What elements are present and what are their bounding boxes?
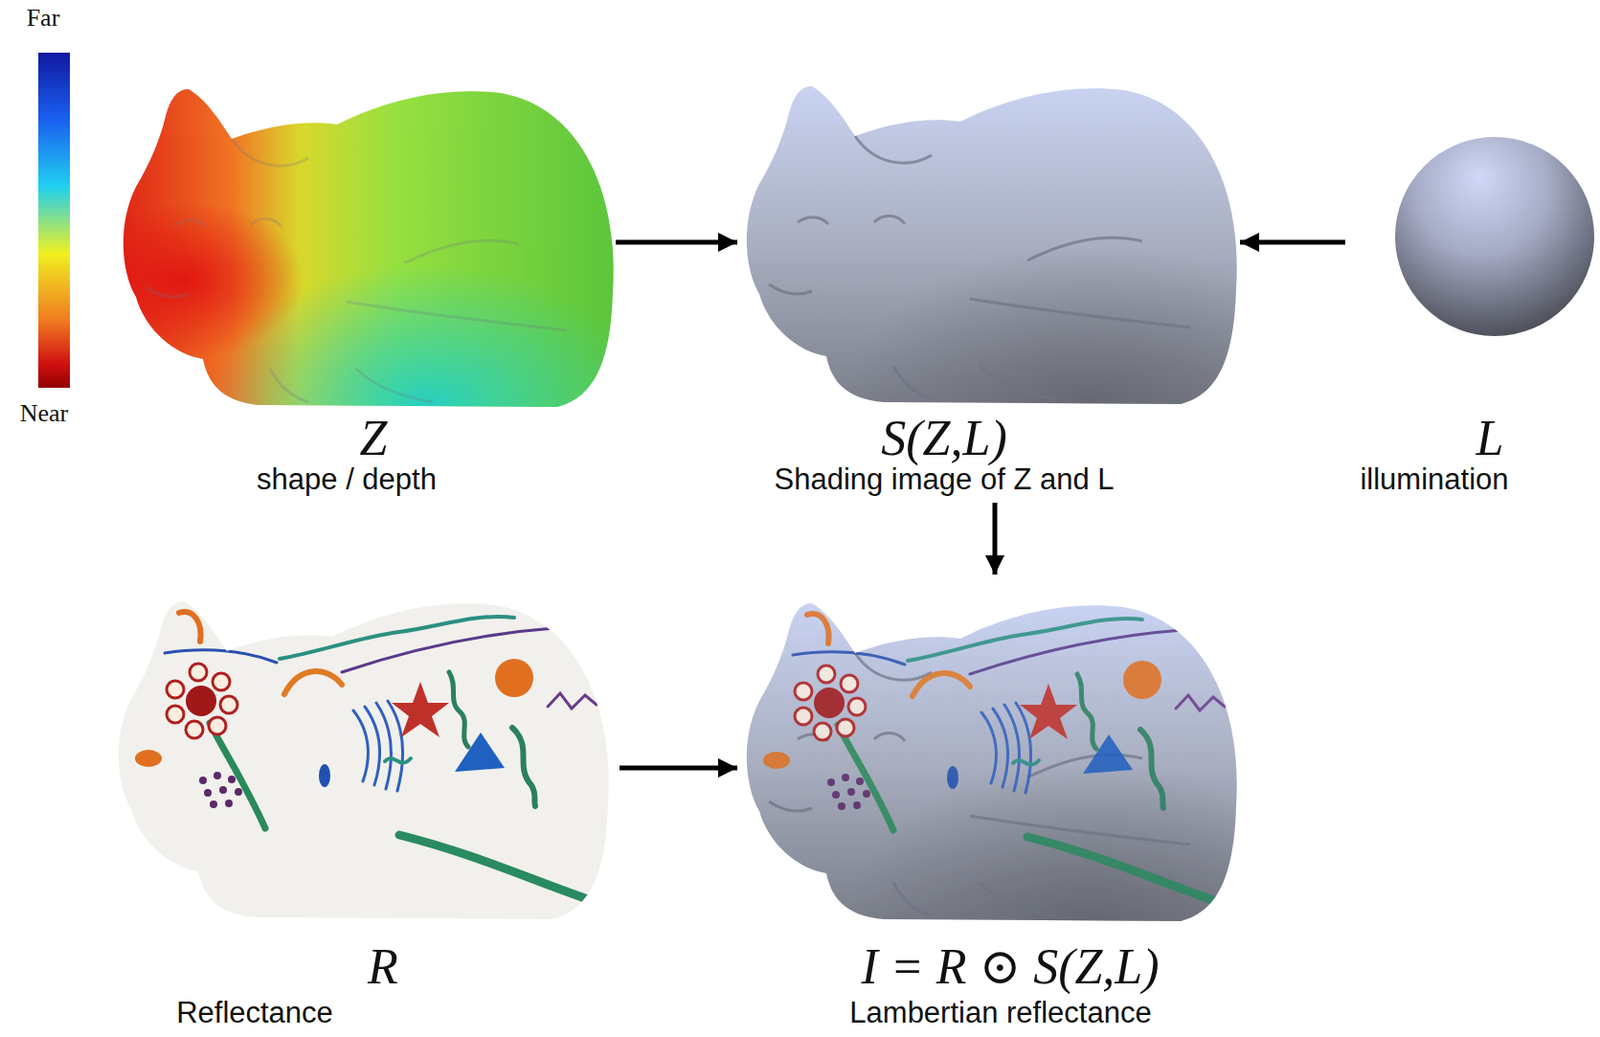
flow-arrow (615, 240, 738, 246)
math-label: R (367, 942, 399, 992)
composite-cat (746, 603, 1238, 922)
math-label: S(Z,L) (880, 413, 1007, 464)
caption-label: Reflectance (176, 996, 334, 1030)
shading-cat (746, 86, 1238, 405)
math-label: L (1476, 413, 1505, 464)
math-label: I = R ⊙ S(Z,L) (860, 942, 1159, 992)
caption-label: illumination (1359, 463, 1509, 496)
depth-colorbar (38, 52, 70, 388)
figure-panel: Lillumination (1345, 124, 1598, 503)
math-label: Z (360, 413, 388, 464)
figure-panel: R Reflectance (107, 574, 620, 1035)
caption-label: Lambertian reflectance (849, 996, 1151, 1030)
flow-arrow (619, 766, 738, 771)
flow-arrow (992, 502, 998, 575)
colorbar-label: Near (20, 400, 69, 429)
depth-cat (123, 89, 614, 407)
reflectance-cat (118, 601, 609, 920)
figure-panel: I = R ⊙ S(Z,L) Lambertian reflectance (737, 574, 1240, 1035)
figure-panel: Zshape / depth (112, 76, 616, 508)
illumination-sphere (1395, 136, 1595, 337)
caption-label: Shading image of Z and L (773, 463, 1114, 496)
colorbar-label: Far (26, 4, 61, 33)
figure-panel: S(Z,L)Shading image of Z and L (737, 71, 1240, 503)
flow-arrow (1239, 240, 1346, 246)
caption-label: shape / depth (256, 463, 437, 496)
